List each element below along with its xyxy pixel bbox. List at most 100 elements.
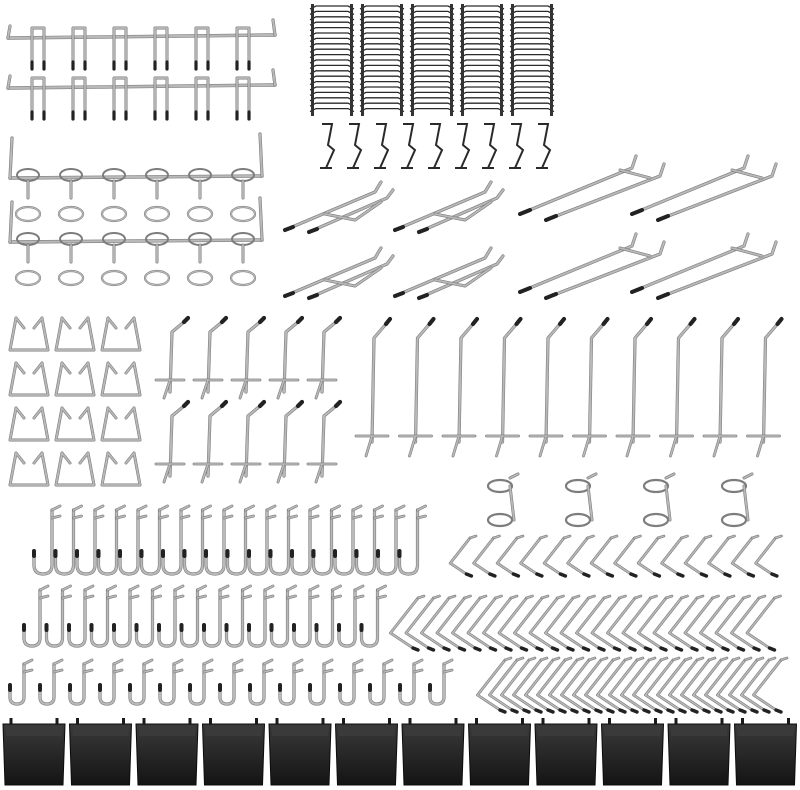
short-straight-hook	[306, 399, 343, 484]
angled-l-hook	[528, 594, 565, 652]
rail-hook	[194, 76, 210, 121]
short-straight-hook	[154, 315, 191, 400]
j-hook	[112, 584, 140, 648]
bent-wire-clip	[54, 316, 96, 352]
bent-wire-clip	[54, 406, 96, 442]
angled-l-hook	[656, 656, 693, 714]
j-hook	[376, 504, 406, 576]
bent-wire-clip	[100, 406, 142, 442]
small-l-hook	[566, 534, 595, 578]
angled-l-hook	[482, 594, 519, 652]
long-straight-hook	[398, 316, 436, 458]
j-hook	[314, 584, 342, 648]
s-clip	[320, 123, 336, 169]
short-straight-hook	[192, 399, 229, 484]
j-hook	[134, 584, 162, 648]
j-hook	[32, 504, 62, 576]
loop-hook	[229, 232, 257, 287]
storage-bin	[334, 718, 399, 786]
j-hook	[292, 584, 320, 648]
bent-wire-clip	[100, 451, 142, 487]
j-hook	[247, 584, 275, 648]
j-hook	[308, 658, 334, 706]
bent-wire-clip	[8, 451, 50, 487]
j-hook	[53, 504, 83, 576]
short-straight-hook	[230, 399, 267, 484]
small-l-hook	[542, 534, 572, 578]
angled-l-hook	[716, 656, 753, 714]
rail-hook	[30, 26, 46, 71]
storage-bin	[2, 718, 66, 786]
small-l-hook	[613, 534, 642, 578]
angled-l-hook	[536, 656, 573, 714]
angled-l-hook	[420, 594, 457, 652]
j-hook	[311, 504, 341, 576]
angled-l-hook	[608, 656, 645, 714]
short-straight-hook	[268, 315, 305, 400]
angled-l-hook	[728, 656, 765, 714]
double-prong-shelf-hook	[283, 180, 395, 234]
short-straight-hook	[230, 315, 267, 400]
loop-hook	[14, 232, 42, 287]
j-hook	[157, 584, 185, 648]
small-j-hooks-row	[8, 658, 454, 706]
j-hook	[89, 584, 117, 648]
angled-l-hook	[512, 656, 549, 714]
small-l-hook	[683, 534, 713, 578]
rail-hook	[112, 26, 128, 71]
angled-l-hook	[572, 656, 609, 714]
angled-l-hooks-row-2	[476, 656, 789, 714]
j-hook	[354, 504, 384, 576]
small-l-hook	[754, 534, 783, 578]
angled-l-hook	[699, 594, 736, 652]
loop-hook	[143, 232, 171, 287]
j-hook	[161, 504, 191, 576]
double-prong-shelf-hook	[283, 246, 395, 300]
angled-l-hook	[644, 656, 681, 714]
storage-bin	[600, 718, 665, 786]
rail-hook	[153, 26, 169, 71]
j-hook	[218, 658, 244, 706]
loop-hook	[57, 232, 85, 287]
angled-l-hook	[513, 594, 550, 652]
bent-wire-clip	[8, 316, 50, 352]
storage-bin	[667, 718, 731, 786]
j-hook	[337, 584, 365, 648]
long-straight-hook	[354, 316, 393, 458]
angled-l-hook	[668, 594, 705, 652]
s-clip	[536, 123, 552, 169]
loop-hook	[14, 168, 42, 223]
angled-l-hook	[680, 656, 717, 714]
angled-l-hook	[497, 594, 534, 652]
rail-hook	[112, 76, 128, 121]
j-hook	[67, 584, 95, 648]
j-hook	[278, 658, 304, 706]
long-straight-hook	[659, 316, 697, 458]
zigzag-spring-clip	[309, 4, 355, 116]
loop-hook	[100, 168, 128, 223]
s-clip	[455, 123, 471, 169]
angled-l-hook	[575, 594, 612, 652]
double-prong-shelf-hook	[393, 246, 505, 300]
angled-l-hook	[740, 656, 777, 714]
loop-hook-strip	[8, 132, 264, 223]
storage-bin	[733, 718, 798, 786]
j-hook	[204, 504, 234, 576]
angled-l-hook	[584, 656, 621, 714]
angled-l-hook	[596, 656, 633, 714]
angled-l-hook	[621, 594, 658, 652]
j-hook	[22, 584, 50, 648]
angled-l-hook	[620, 656, 657, 714]
j-hook	[188, 658, 214, 706]
long-straight-hook	[528, 316, 567, 458]
j-hook	[8, 658, 34, 706]
loop-hook-strip	[8, 196, 264, 287]
rail-hook	[235, 76, 251, 121]
double-rail-strip	[6, 68, 277, 121]
zigzag-spring-clip	[409, 4, 455, 116]
short-straight-hook	[306, 315, 343, 400]
storage-bin	[401, 718, 465, 786]
zigzag-spring-clip	[459, 4, 505, 116]
ring-holder	[642, 472, 676, 528]
j-hook	[333, 504, 363, 576]
